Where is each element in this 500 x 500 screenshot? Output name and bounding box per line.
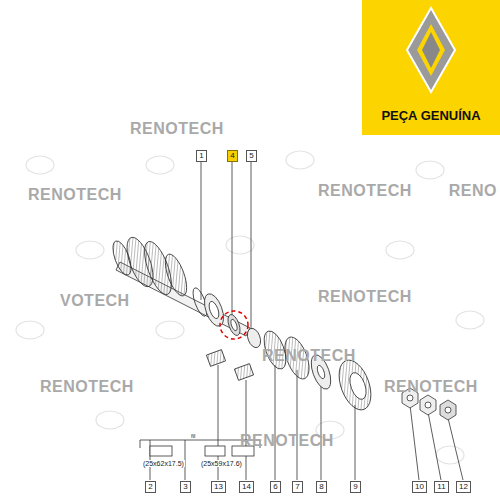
callout-text: 8 <box>319 482 323 491</box>
callout-text: 13 <box>214 482 223 491</box>
callout-text: 14 <box>242 482 251 491</box>
callout-text: 10 <box>415 482 424 491</box>
watermark: RENOTECH <box>384 378 478 396</box>
note-label: fil <box>190 433 196 439</box>
watermark: RENOTECH <box>318 288 412 306</box>
callout-number: 4 <box>227 150 238 162</box>
dimension-label: (25x59x17.6) <box>200 460 243 467</box>
watermark: RENOTECH <box>262 347 356 365</box>
callout-text: 5 <box>249 151 253 160</box>
watermark: RENOTECH <box>240 432 334 450</box>
watermark: RENOTECH <box>28 186 122 204</box>
callout-number: 13 <box>211 481 226 493</box>
callout-text: 9 <box>353 482 357 491</box>
callout-text: 12 <box>459 482 468 491</box>
callout-number: 9 <box>350 481 361 493</box>
watermark: RENOTECH <box>130 120 224 138</box>
callout-number: 6 <box>270 481 281 493</box>
badge-text: PEÇA GENUÍNA <box>362 108 500 123</box>
callout-number: 10 <box>412 481 427 493</box>
callout-number: 5 <box>246 150 257 162</box>
watermark: VOTECH <box>60 292 130 310</box>
callout-number: 8 <box>316 481 327 493</box>
callout-number: 14 <box>239 481 254 493</box>
callout-number: 12 <box>456 481 471 493</box>
callout-number: 3 <box>180 481 191 493</box>
callout-number: 7 <box>292 481 303 493</box>
watermark: RENO <box>449 182 497 200</box>
callout-text: 2 <box>148 482 152 491</box>
logo-badge: PEÇA GENUÍNA <box>362 0 500 135</box>
watermark: RENOTECH <box>318 182 412 200</box>
callout-text: 1 <box>199 151 203 160</box>
callout-text: 6 <box>273 482 277 491</box>
callout-text: 7 <box>295 482 299 491</box>
callout-text: 3 <box>183 482 187 491</box>
callout-number: 2 <box>145 481 156 493</box>
dimension-label: (25x62x17.5) <box>142 460 185 467</box>
callout-number: 1 <box>196 150 207 162</box>
callout-text: 11 <box>437 482 445 491</box>
callout-number: 11 <box>434 481 449 493</box>
callout-text: 4 <box>230 151 234 160</box>
watermark: RENOTECH <box>40 378 134 396</box>
